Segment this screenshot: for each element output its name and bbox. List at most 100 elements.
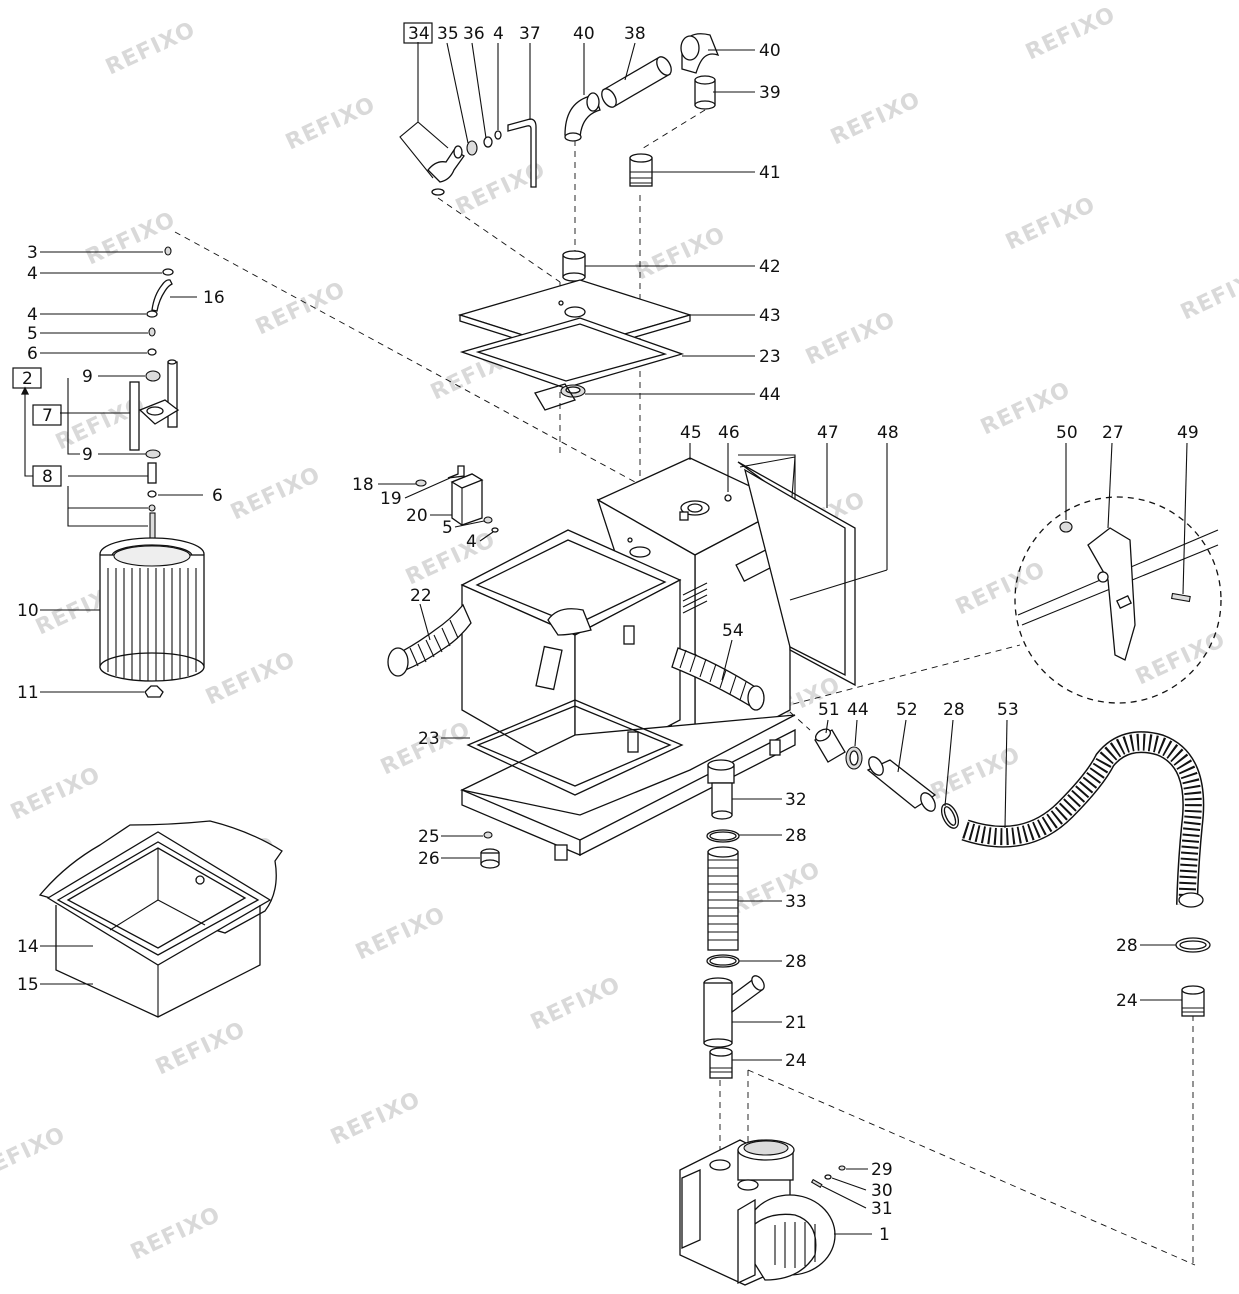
label-42: 42 <box>759 257 781 277</box>
label-1: 1 <box>879 1225 890 1245</box>
label-46: 46 <box>718 423 740 443</box>
watermark: REFIXO <box>1177 262 1239 325</box>
part-32-adapter <box>707 759 735 820</box>
label-15: 15 <box>17 975 39 995</box>
part-34-elbow-fitting <box>427 145 465 196</box>
label-5: 5 <box>442 518 453 538</box>
part-51-sleeve <box>814 728 846 763</box>
part-47-side-panel <box>737 456 856 687</box>
left-small-fittings <box>146 246 174 356</box>
part-54-hose <box>671 647 765 711</box>
watermark: REFIXO <box>927 742 1025 805</box>
part-35-36-fittings <box>466 130 502 156</box>
watermark: REFIXO <box>227 462 325 525</box>
label-50: 50 <box>1056 423 1078 443</box>
label-54: 54 <box>722 621 744 641</box>
part-10-filter-cartridge <box>99 537 205 682</box>
label-boxes <box>12 22 433 487</box>
part-28-clamp-a <box>706 829 740 843</box>
part-39-sleeve <box>694 75 716 110</box>
label-41: 41 <box>759 163 781 183</box>
label-28: 28 <box>785 952 807 972</box>
part-28-clamp-b <box>706 954 740 968</box>
watermark: REFIXO <box>1022 2 1120 65</box>
main-filter-housing <box>460 529 682 777</box>
watermark: REFIXO <box>252 277 350 340</box>
filter-pleats <box>107 568 197 681</box>
label-35: 35 <box>437 24 459 44</box>
label-8: 8 <box>42 467 53 487</box>
label-53: 53 <box>997 700 1019 720</box>
label-20: 20 <box>406 506 428 526</box>
label-23: 23 <box>418 729 440 749</box>
part-40-elbow-left <box>564 92 601 142</box>
label-19: 19 <box>380 489 402 509</box>
watermark: REFIXO <box>527 972 625 1035</box>
part-15-tray <box>55 905 261 1018</box>
label-40: 40 <box>573 24 595 44</box>
label-40: 40 <box>759 41 781 61</box>
part-28-clamp-c <box>940 803 960 829</box>
label-24: 24 <box>1116 991 1138 1011</box>
label-9: 9 <box>82 445 93 465</box>
hose-ribs <box>708 859 738 941</box>
watermark: REFIXO <box>727 857 825 920</box>
part-53-flex-hose <box>961 731 1205 908</box>
watermark: REFIXO <box>127 1202 225 1265</box>
label-43: 43 <box>759 306 781 326</box>
label-26: 26 <box>418 849 440 869</box>
leader-lines <box>24 42 1188 1235</box>
base-frame <box>460 699 796 861</box>
label-37: 37 <box>519 24 541 44</box>
label-22: 22 <box>410 586 432 606</box>
label-44: 44 <box>759 385 781 405</box>
label-16: 16 <box>203 288 225 308</box>
part-29-30-31-screws <box>810 1165 846 1188</box>
watermark: REFIXO <box>82 207 180 270</box>
label-33: 33 <box>785 892 807 912</box>
watermark: REFIXO <box>327 1087 425 1150</box>
label-24: 24 <box>785 1051 807 1071</box>
label-49: 49 <box>1177 423 1199 443</box>
label-32: 32 <box>785 790 807 810</box>
watermark: REFIXO <box>202 647 300 710</box>
label-7: 7 <box>42 406 53 426</box>
label-51: 51 <box>818 700 840 720</box>
part-33-hose <box>707 846 739 951</box>
label-28: 28 <box>1116 936 1138 956</box>
label-14: 14 <box>17 937 39 957</box>
cabinet-vent-grille <box>682 582 708 614</box>
motor-fins <box>774 1222 816 1268</box>
label-52: 52 <box>896 700 918 720</box>
label-38: 38 <box>624 24 646 44</box>
label-36: 36 <box>463 24 485 44</box>
watermark: REFIXO <box>827 87 925 150</box>
label-44: 44 <box>847 700 869 720</box>
part-8-stem <box>147 462 157 542</box>
watermark: REFIXO <box>152 1017 250 1080</box>
part-41-threaded-nipple <box>629 153 653 187</box>
label-31: 31 <box>871 1199 893 1219</box>
part-40-elbow-right <box>680 33 720 74</box>
watermark: REFIXO <box>952 557 1050 620</box>
part-1-blower-motor <box>679 1139 836 1286</box>
label-27: 27 <box>1102 423 1124 443</box>
watermark: REFIXO <box>632 222 730 285</box>
label-4: 4 <box>27 305 38 325</box>
part-44-ring-b <box>845 746 863 770</box>
part-14-bag-liner <box>38 820 283 966</box>
part-18-19-20-valve <box>415 465 499 533</box>
label-2: 2 <box>22 369 33 389</box>
watermark: REFIXO <box>0 1122 70 1185</box>
label-4: 4 <box>466 532 477 552</box>
part-25-26-foot <box>480 831 500 869</box>
label-29: 29 <box>871 1160 893 1180</box>
label-4: 4 <box>27 264 38 284</box>
label-34: 34 <box>408 24 430 44</box>
detail-circle-bracket <box>1014 496 1222 704</box>
hose-ribs <box>409 619 459 667</box>
part-24-nipple-b <box>1181 985 1205 1017</box>
label-6: 6 <box>212 486 223 506</box>
